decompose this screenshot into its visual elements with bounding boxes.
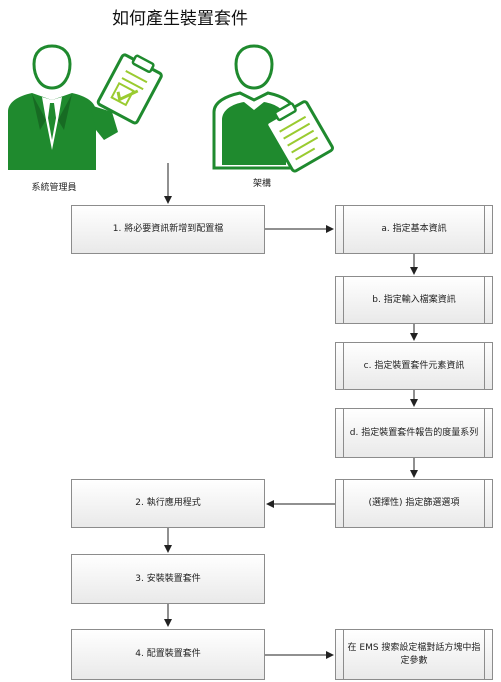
step-2-box[interactable]: 2. 執行應用程式 [71, 479, 265, 528]
substep-c-box[interactable]: c. 指定裝置套件元素資訊 [335, 342, 493, 390]
substep-b-box[interactable]: b. 指定輸入檔案資訊 [335, 276, 493, 324]
step-4-box[interactable]: 4. 配置裝置套件 [71, 629, 265, 680]
step-1-box[interactable]: 1. 將必要資訊新增到配置檔 [71, 205, 265, 254]
substep-e-box[interactable]: (選擇性) 指定篩選選項 [335, 479, 493, 528]
role-label-admin: 系統管理員 [31, 183, 77, 193]
connector-lines [164, 163, 418, 659]
substep-a-box[interactable]: a. 指定基本資訊 [335, 205, 493, 254]
substep-f-box[interactable]: 在 EMS 搜索設定檔對話方塊中指定參數 [335, 629, 493, 680]
substep-d-box[interactable]: d. 指定裝置套件報告的度量系列 [335, 408, 493, 458]
architect-icon [212, 44, 334, 173]
page-title: 如何產生裝置套件 [112, 9, 248, 29]
step-3-box[interactable]: 3. 安裝裝置套件 [71, 554, 265, 604]
administrator-icon [8, 44, 163, 170]
role-label-architect: 架構 [252, 179, 271, 189]
